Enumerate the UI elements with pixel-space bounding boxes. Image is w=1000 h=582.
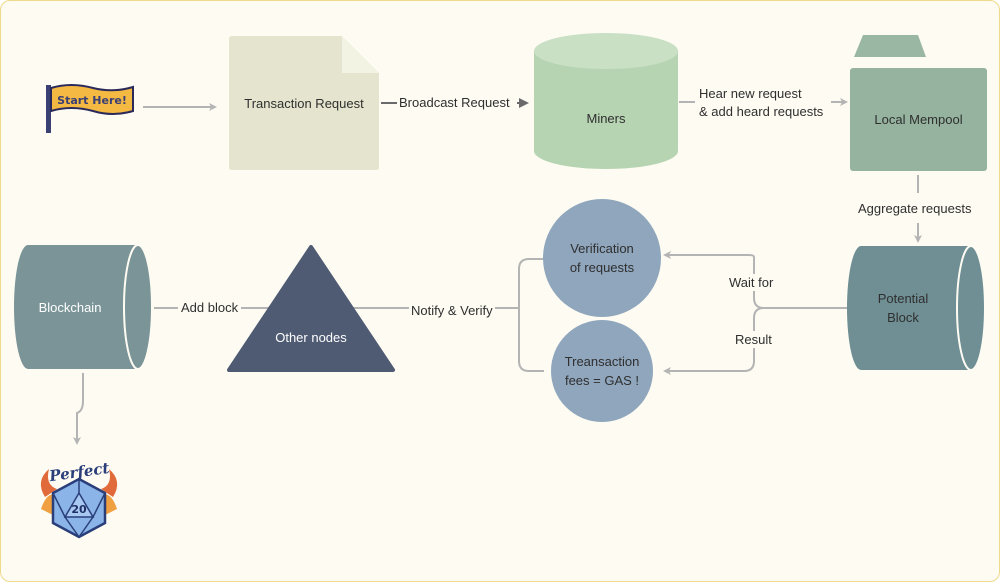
miners-node [534,33,678,169]
connector-potential-block-brace [663,251,849,375]
perfect-badge-d20-die-icon: 20 Perfect [40,459,118,539]
edge-label-add-block: Add block [178,299,242,316]
edge-label-aggregate: Aggregate requests [858,200,972,217]
connector-blockchain-to-perfect [73,373,84,445]
transaction-request-label: Transaction Request [244,95,364,111]
edge-label-notify: Notify & Verify [409,302,495,319]
verification-label: Verification of requests [569,241,635,275]
transaction-request-node [229,36,379,170]
edge-label-result: Result [735,331,772,348]
blockchain-label: Blockchain [38,299,102,315]
start-badge-text: Start Here! [57,94,127,107]
edge-label-broadcast: Broadcast Request [399,94,510,111]
connector-circles-bracket [518,258,544,372]
edge-label-hear: Hear new request & add heard requests [699,85,824,121]
potential-block-label: Potential Block [877,291,929,325]
local-mempool-node [850,35,987,171]
fees-node [551,320,653,422]
fees-label: Treansaction fees = GAS ! [564,354,640,388]
perfect-die-number: 20 [71,503,87,516]
other-nodes-label: Other nodes [275,329,347,345]
local-mempool-label: Local Mempool [874,112,963,127]
potential-block-node [847,245,986,371]
other-nodes-node [227,245,395,372]
start-badge-flag-icon: Start Here! [46,84,134,133]
miners-label: Miners [586,110,626,126]
verification-node [543,199,661,317]
edge-label-wait-for: Wait for [729,274,774,291]
blockchain-node [14,244,153,370]
